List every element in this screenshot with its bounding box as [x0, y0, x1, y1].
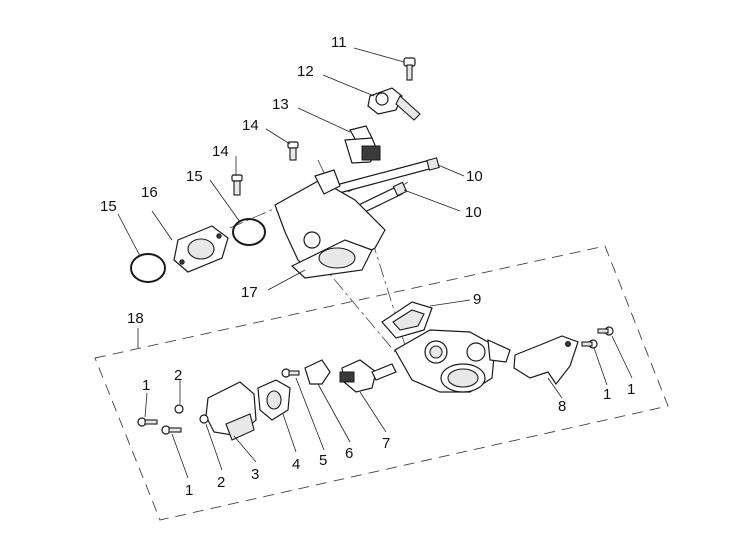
assembly-boundary — [94, 245, 669, 521]
o-ring-part-15b — [232, 218, 266, 246]
callout-label: 3 — [251, 466, 259, 483]
screw-part-14b — [231, 174, 243, 196]
gasket-part-9 — [381, 301, 433, 339]
injector-holder-part-12 — [367, 87, 421, 121]
assembly-axis — [317, 259, 396, 353]
screw-part-1d — [597, 326, 614, 336]
callout-label: 1 — [627, 381, 635, 398]
callout-label: 18 — [127, 310, 144, 327]
callout-label: 4 — [292, 456, 300, 473]
callout-label: 2 — [174, 367, 182, 384]
bracket-part-6 — [304, 359, 331, 385]
callout-label: 14 — [242, 117, 259, 134]
washer-part-2a — [174, 404, 184, 414]
intake-manifold-part-17 — [274, 169, 386, 279]
screw-part-1a — [137, 417, 158, 427]
gasket-part-4 — [257, 379, 291, 421]
callout-label: 15 — [186, 168, 203, 185]
callout-label: 6 — [345, 445, 353, 462]
stud-part-10a — [324, 157, 440, 197]
gasket-part-16 — [173, 225, 229, 273]
sensor-part-7 — [339, 359, 397, 393]
throttle-body — [394, 329, 511, 393]
callout-label: 2 — [217, 474, 225, 491]
callout-label: 15 — [100, 198, 117, 215]
screw-part-14a — [287, 141, 299, 161]
screw-part-5 — [281, 368, 300, 378]
callout-label: 17 — [241, 284, 258, 301]
assembly-axis — [371, 239, 406, 346]
callout-label: 7 — [382, 435, 390, 452]
callout-label: 10 — [466, 168, 483, 185]
screw-part-1b — [161, 425, 182, 435]
callout-label: 14 — [212, 143, 229, 160]
washer-part-2b — [199, 414, 209, 424]
callout-label: 9 — [473, 291, 481, 308]
callout-label: 1 — [142, 377, 150, 394]
callout-label: 10 — [465, 204, 482, 221]
callout-label: 1 — [185, 482, 193, 499]
callout-label: 12 — [297, 63, 314, 80]
cover-part-3 — [205, 381, 257, 441]
screw-part-1c — [581, 339, 598, 349]
bolt-part-11 — [403, 57, 416, 81]
callout-label: 16 — [141, 184, 158, 201]
leader-lines — [117, 47, 633, 479]
callout-label: 11 — [331, 34, 347, 51]
injector-part-13 — [344, 125, 381, 164]
callout-label: 1 — [603, 386, 611, 403]
bracket-part-8 — [513, 335, 579, 386]
o-ring-part-15a — [130, 253, 166, 283]
callout-label: 5 — [319, 452, 327, 469]
assembly-axis — [229, 206, 279, 229]
callout-label: 8 — [558, 398, 566, 415]
callout-label: 13 — [272, 96, 289, 113]
